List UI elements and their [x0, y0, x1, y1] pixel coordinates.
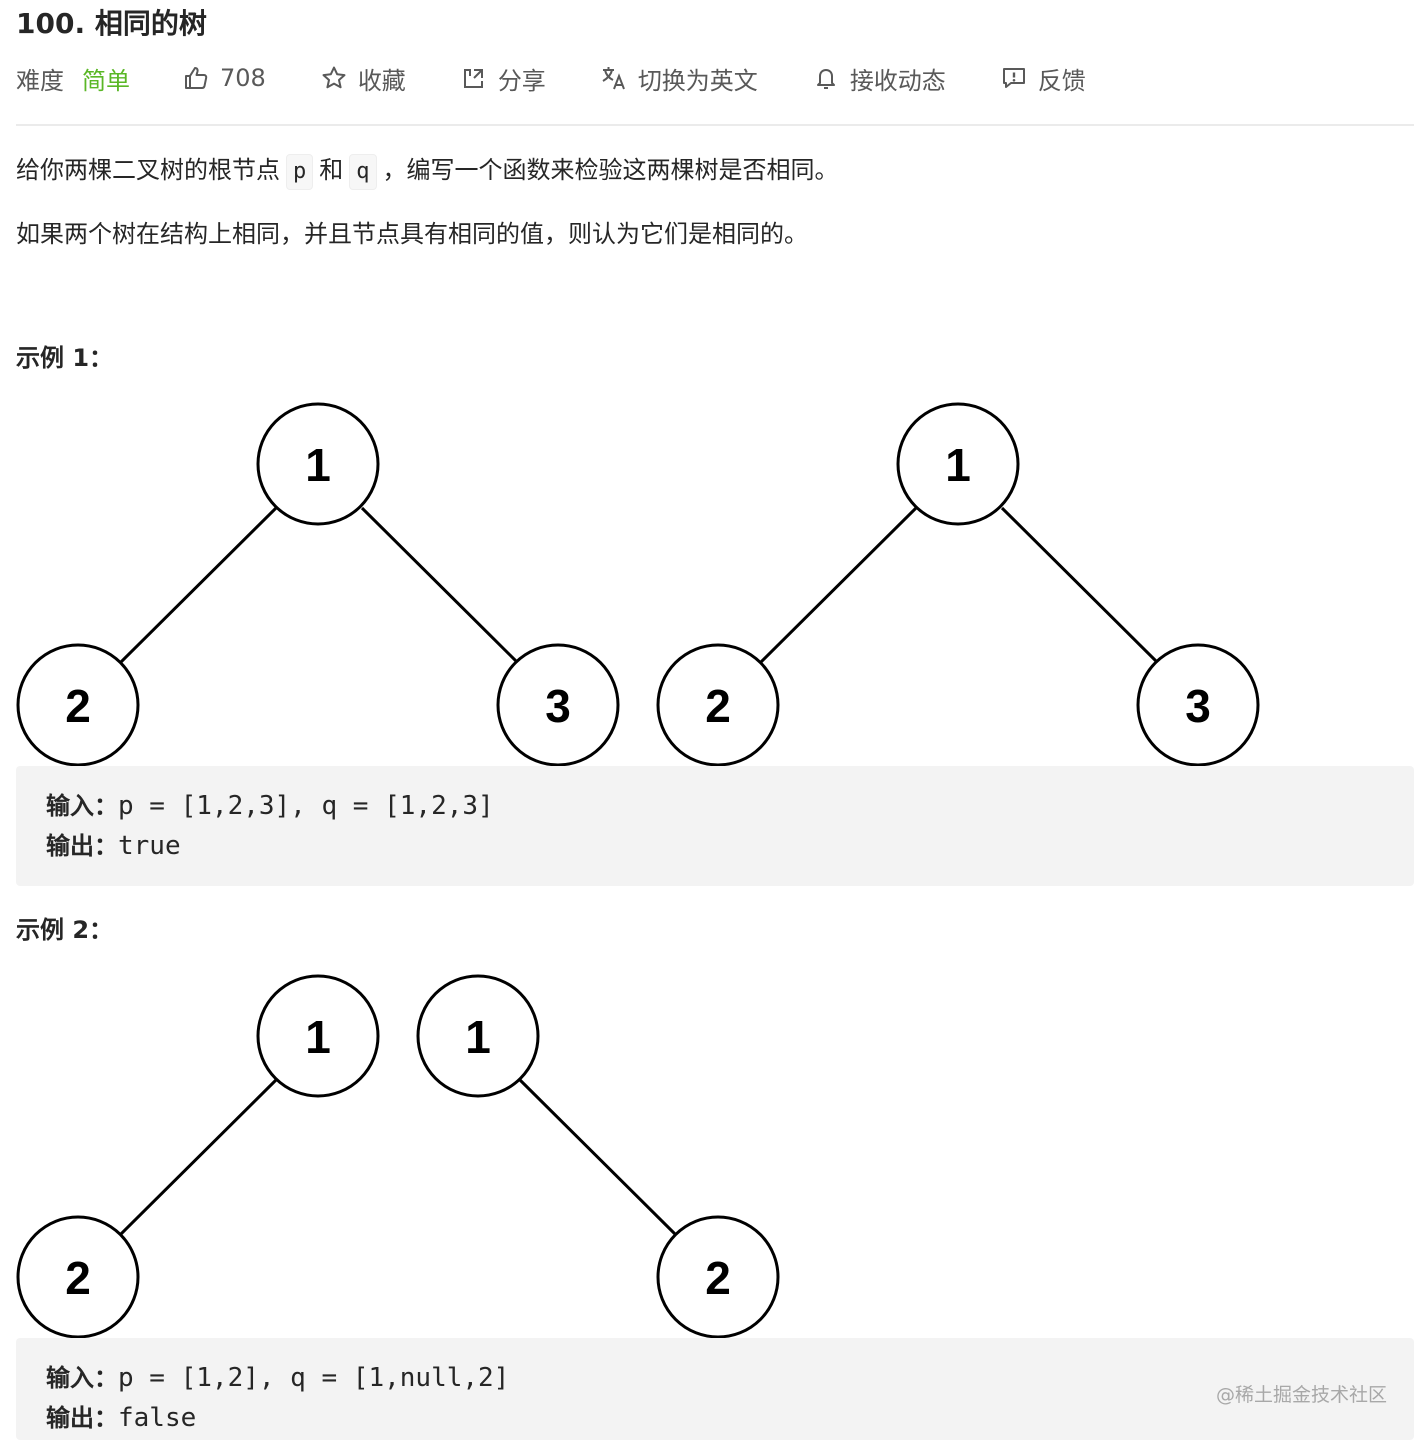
share-label: 分享	[497, 66, 546, 95]
problem-title: 100. 相同的树	[16, 7, 207, 40]
tree-edge	[1000, 506, 1160, 665]
header-divider	[16, 124, 1414, 126]
like-button[interactable]: 708	[182, 64, 266, 92]
tree-node: 3	[496, 643, 620, 767]
svg-text:2: 2	[65, 680, 91, 732]
difficulty-badge: 简单	[82, 66, 130, 95]
subscribe-button[interactable]: 接收动态	[812, 61, 946, 96]
share-icon	[460, 64, 488, 92]
difficulty: 难度 简单	[16, 61, 130, 96]
output-line: 输出：false	[46, 1403, 197, 1433]
difficulty-label: 难度	[16, 66, 64, 95]
tree-node: 2	[656, 643, 780, 767]
favorite-label: 收藏	[357, 66, 406, 95]
feedback-icon	[1000, 64, 1028, 92]
tree-edge	[518, 1078, 678, 1237]
svg-text:2: 2	[65, 1252, 91, 1304]
star-icon	[320, 64, 348, 92]
tree-edge	[118, 1078, 278, 1237]
svg-text:2: 2	[705, 680, 731, 732]
tree-edge	[118, 506, 278, 665]
problem-toolbar: 难度 简单 708 收藏 分享 切换为英文	[16, 56, 1086, 100]
tree-node: 1	[416, 974, 540, 1098]
like-count: 708	[220, 64, 266, 92]
svg-text:1: 1	[465, 1011, 491, 1063]
input-line: 输入：p = [1,2,3], q = [1,2,3]	[46, 791, 494, 821]
tree-edge	[758, 506, 918, 665]
favorite-button[interactable]: 收藏	[320, 61, 406, 96]
output-line: 输出：true	[46, 831, 181, 861]
example-1-code-block: 输入：p = [1,2,3], q = [1,2,3] 输出：true	[16, 766, 1414, 886]
tree-node: 1	[896, 402, 1020, 526]
inline-code-q: q	[349, 154, 377, 190]
svg-text:1: 1	[945, 439, 971, 491]
tree-edge	[360, 506, 520, 665]
example-1-heading: 示例 1：	[16, 344, 114, 372]
svg-text:1: 1	[305, 439, 331, 491]
svg-text:1: 1	[305, 1011, 331, 1063]
bell-icon	[812, 64, 840, 92]
tree-node: 3	[1136, 643, 1260, 767]
tree-node: 2	[656, 1215, 780, 1339]
svg-text:2: 2	[705, 1252, 731, 1304]
example-2-heading: 示例 2：	[16, 916, 114, 944]
inline-code-p: p	[286, 154, 314, 190]
tree-node: 1	[256, 402, 380, 526]
description-line-2: 如果两个树在结构上相同，并且节点具有相同的值，则认为它们是相同的。	[16, 220, 808, 248]
thumbs-up-icon	[182, 64, 210, 92]
tree-node: 2	[16, 643, 140, 767]
tree-node: 1	[256, 974, 380, 1098]
watermark: @稀土掘金技术社区	[1216, 1384, 1388, 1406]
feedback-label: 反馈	[1037, 66, 1086, 95]
tree-node: 2	[16, 1215, 140, 1339]
svg-text:3: 3	[545, 680, 571, 732]
input-line: 输入：p = [1,2], q = [1,null,2]	[46, 1363, 510, 1393]
example-2-trees: 1 2 1 2	[16, 974, 780, 1339]
share-button[interactable]: 分享	[460, 61, 546, 96]
subscribe-label: 接收动态	[849, 66, 946, 95]
svg-text:3: 3	[1185, 680, 1211, 732]
switch-language-button[interactable]: 切换为英文	[600, 61, 758, 96]
feedback-button[interactable]: 反馈	[1000, 61, 1086, 96]
example-2-code-block: 输入：p = [1,2], q = [1,null,2] 输出：false	[16, 1338, 1414, 1440]
translate-icon	[600, 64, 628, 92]
switch-language-label: 切换为英文	[637, 66, 758, 95]
example-1-trees: 1 2 3 1 2 3	[16, 402, 1260, 767]
